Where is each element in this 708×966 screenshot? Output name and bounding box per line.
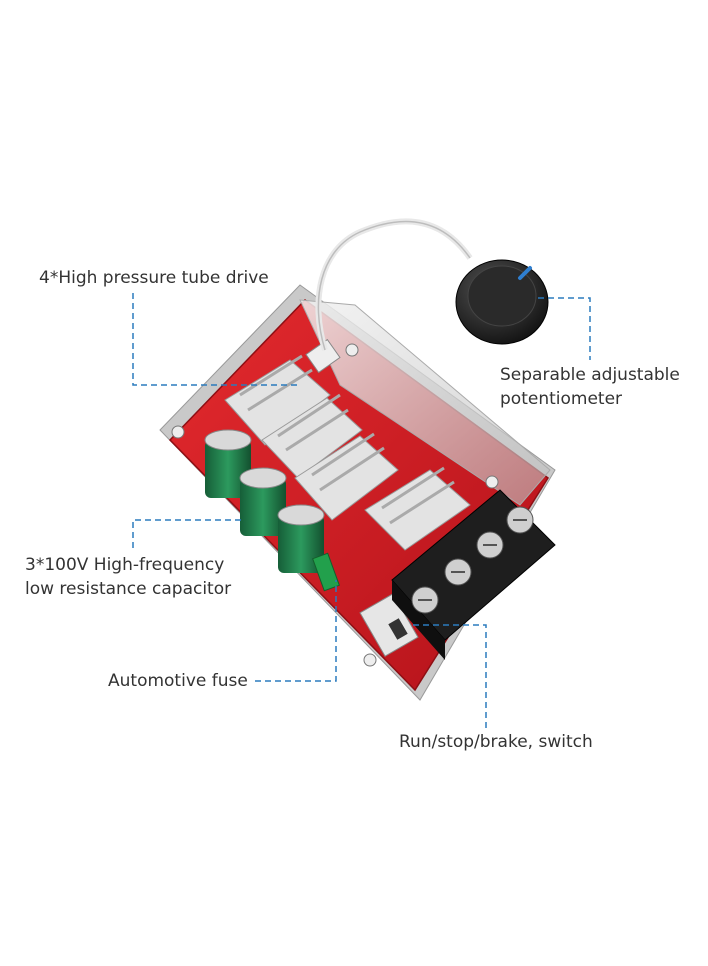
callout-switch: Run/stop/brake, switch: [399, 732, 593, 752]
callout-potentiometer: Separable adjustable potentiometer: [500, 363, 680, 411]
leader-tube-drive: [132, 293, 300, 386]
leader-capacitor: [132, 519, 245, 548]
knob-indicator: [518, 266, 532, 280]
callout-capacitor-line1: 3*100V High-frequency: [25, 555, 225, 575]
clear-cover: [299, 299, 551, 506]
leader-potentiometer: [538, 297, 591, 360]
mounting-hole: [485, 475, 499, 489]
fuse: [312, 552, 340, 592]
callout-fuse: Automotive fuse: [108, 671, 248, 691]
leader-lines: [132, 293, 591, 728]
pot-connector: [305, 338, 341, 374]
callout-potentiometer-line1: Separable adjustable: [500, 365, 680, 385]
mounting-hole: [345, 343, 359, 357]
callout-capacitor: 3*100V High-frequency low resistance cap…: [25, 553, 231, 601]
capacitors: [204, 429, 325, 573]
callout-capacitor-line2: low resistance capacitor: [25, 579, 232, 599]
callout-tube-drive: 4*High pressure tube drive: [39, 268, 269, 288]
heatsink-group: [224, 354, 471, 551]
leader-switch: [412, 624, 487, 728]
mounting-hole: [171, 425, 185, 439]
callout-potentiometer-line2: potentiometer: [500, 389, 623, 409]
mounting-hole: [363, 653, 377, 667]
leader-fuse: [255, 580, 337, 682]
terminal-block: [391, 489, 556, 660]
